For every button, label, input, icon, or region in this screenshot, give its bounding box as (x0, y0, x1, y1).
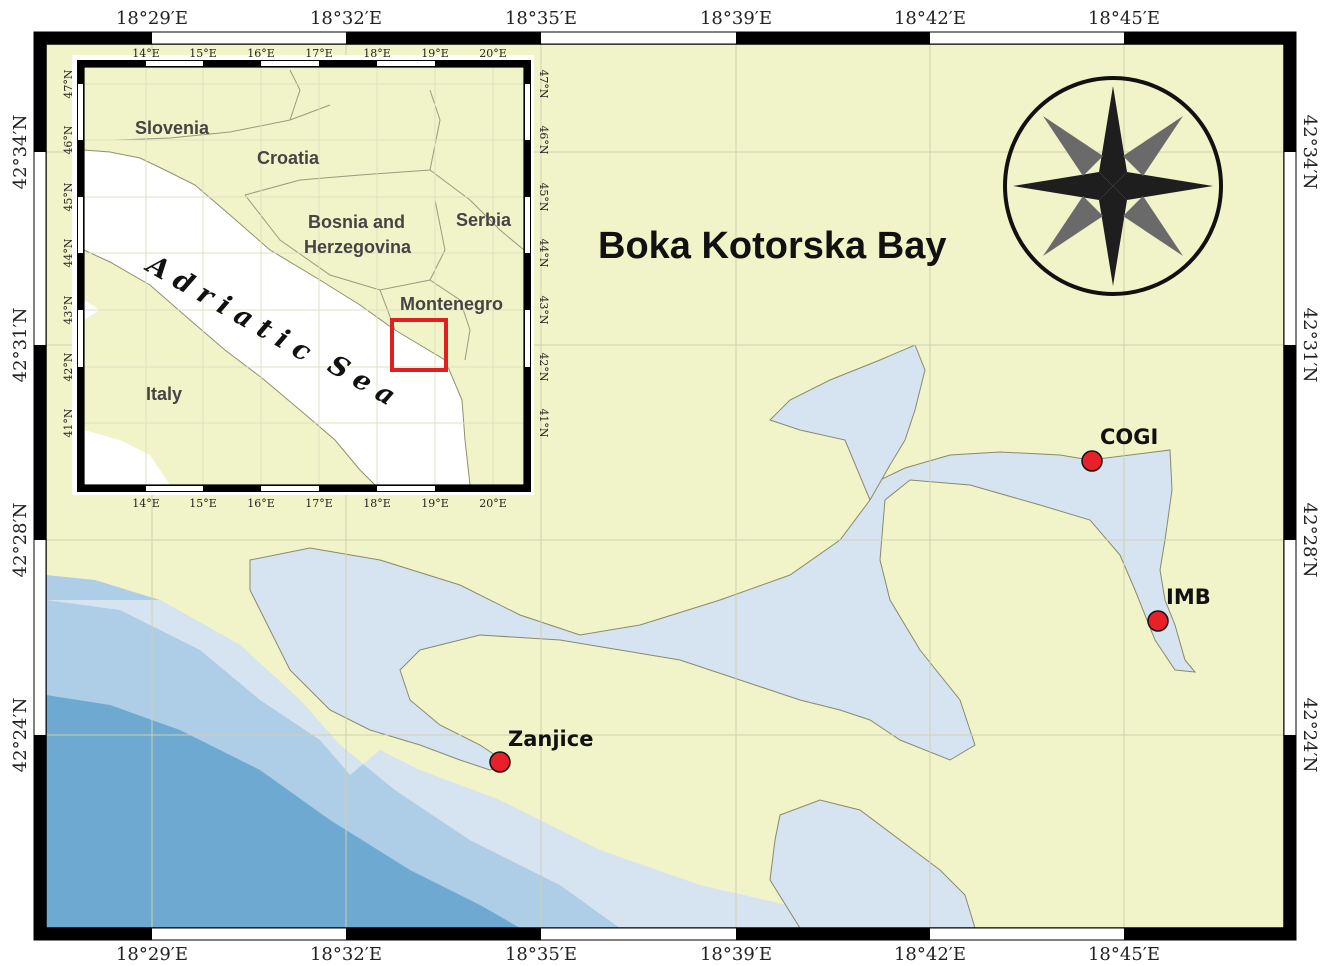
inset-lon-tick: 18°E (363, 497, 391, 510)
compass-rose-icon (1003, 76, 1223, 296)
lon-tick-bottom: 18°32′E (310, 944, 382, 965)
inset-lat-tick: 46°N (537, 125, 550, 154)
inset-lat-tick: 44°N (62, 238, 75, 267)
inset-lon-tick: 14°E (132, 497, 160, 510)
bay-water-south (769, 799, 976, 929)
site-label: IMB (1166, 585, 1211, 609)
inset-lon-tick: 20°E (479, 47, 507, 60)
inset-lat-tick: 45°N (537, 182, 550, 211)
inset-lon-tick: 16°E (247, 47, 275, 60)
inset-lat-tick: 46°N (62, 125, 75, 154)
lat-tick-right: 42°34′N (1299, 115, 1320, 190)
inset-lat-tick: 44°N (537, 238, 550, 267)
inset-graticule (84, 67, 524, 485)
bay-water-north (769, 344, 926, 502)
lon-tick-top: 18°42′E (894, 8, 966, 29)
site-marker (1147, 610, 1169, 632)
inset-lat-tick: 41°N (537, 408, 550, 437)
inset-lon-tick: 15°E (189, 47, 217, 60)
lon-tick-bottom: 18°42′E (894, 944, 966, 965)
country-label-italy: Italy (146, 384, 182, 404)
inset-lon-tick: 16°E (247, 497, 275, 510)
site-marker (1081, 450, 1103, 472)
inset-lon-tick: 17°E (305, 497, 333, 510)
inset-map: 14°E 15°E 16°E 17°E 18°E 19°E 20°E 14°E … (62, 47, 550, 510)
lon-tick-top: 18°32′E (310, 8, 382, 29)
lat-tick-left: 42°31′N (10, 308, 31, 383)
inset-frame-bar (77, 60, 84, 492)
lon-tick-bottom: 18°39′E (700, 944, 772, 965)
map-title: Boka Kotorska Bay (598, 225, 946, 267)
inset-frame-gaps (78, 61, 530, 491)
inset-lat-ticks-right: 47°N 46°N 45°N 44°N 43°N 42°N 41°N (537, 69, 550, 437)
inset-lon-tick: 17°E (305, 47, 333, 60)
lon-tick-bottom: 18°45′E (1088, 944, 1160, 965)
lat-tick-right: 42°28′N (1299, 503, 1320, 578)
lon-tick-top: 18°35′E (505, 8, 577, 29)
country-label-slovenia: Slovenia (135, 118, 210, 138)
lon-tick-bottom: 18°35′E (505, 944, 577, 965)
inset-borders (114, 69, 525, 361)
inset-sea-tyrrhenian (84, 430, 170, 485)
lat-ticks-left: 42°34′N 42°31′N 42°28′N 42°24′N (10, 115, 31, 773)
lat-tick-left: 42°34′N (10, 115, 31, 190)
lon-ticks-top: 18°29′E 18°32′E 18°35′E 18°39′E 18°42′E … (116, 8, 1160, 29)
country-label-herzegovina: Herzegovina (304, 237, 412, 257)
frame-bars (33, 31, 1297, 941)
inset-lon-tick: 20°E (479, 497, 507, 510)
inset-frame-bar (524, 60, 531, 492)
inset-lat-tick: 43°N (537, 295, 550, 324)
inset-lon-tick: 18°E (363, 47, 391, 60)
site-zanjice: Zanjice (489, 727, 593, 773)
lon-ticks-bottom: 18°29′E 18°32′E 18°35′E 18°39′E 18°42′E … (116, 944, 1160, 965)
lat-tick-right: 42°31′N (1299, 308, 1320, 383)
lon-tick-top: 18°45′E (1088, 8, 1160, 29)
study-area-box (390, 318, 448, 372)
inset-lat-tick: 45°N (62, 182, 75, 211)
inset-lon-tick: 19°E (421, 47, 449, 60)
inset-lat-tick: 43°N (62, 295, 75, 324)
inset-lon-ticks-bottom: 14°E 15°E 16°E 17°E 18°E 19°E 20°E (132, 497, 507, 510)
inset-lat-tick: 47°N (537, 69, 550, 98)
inset-lat-ticks-left: 47°N 46°N 45°N 44°N 43°N 42°N 41°N (62, 69, 75, 437)
site-label: Zanjice (508, 727, 593, 751)
site-marker (489, 751, 511, 773)
lon-tick-top: 18°29′E (116, 8, 188, 29)
inset-lat-tick: 42°N (537, 352, 550, 381)
country-label-bosnia: Bosnia and (308, 212, 405, 232)
deep-water (46, 695, 520, 928)
lat-ticks-right: 42°34′N 42°31′N 42°28′N 42°24′N (1299, 115, 1320, 773)
country-label-croatia: Croatia (257, 148, 320, 168)
inset-lat-tick: 41°N (62, 408, 75, 437)
site-cogi: COGI (1081, 425, 1158, 472)
inset-lat-tick: 47°N (62, 69, 75, 98)
inset-lon-tick: 14°E (132, 47, 160, 60)
coastal-water (46, 600, 960, 928)
site-label: COGI (1100, 425, 1158, 449)
country-label-montenegro: Montenegro (400, 294, 503, 314)
lon-tick-bottom: 18°29′E (116, 944, 188, 965)
lat-tick-right: 42°24′N (1299, 698, 1320, 773)
lat-tick-left: 42°28′N (10, 503, 31, 578)
inset-lat-tick: 42°N (62, 352, 75, 381)
inset-lon-tick: 15°E (189, 497, 217, 510)
lat-tick-left: 42°24′N (10, 698, 31, 773)
country-label-serbia: Serbia (456, 210, 512, 230)
site-imb: IMB (1147, 585, 1211, 632)
inset-lon-tick: 19°E (421, 497, 449, 510)
inset-lon-ticks-top: 14°E 15°E 16°E 17°E 18°E 19°E 20°E (132, 47, 507, 60)
lon-tick-top: 18°39′E (700, 8, 772, 29)
